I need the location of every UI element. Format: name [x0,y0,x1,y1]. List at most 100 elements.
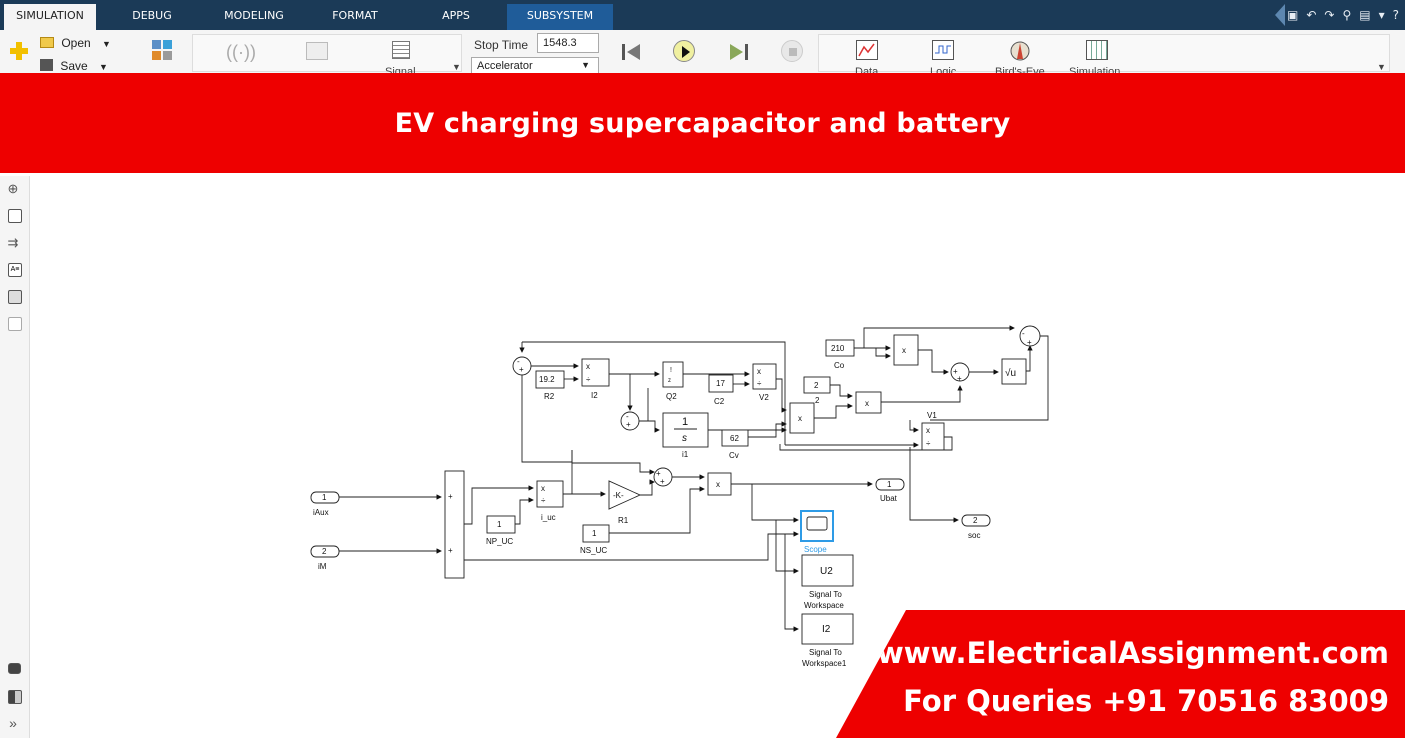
fit-view-icon[interactable] [8,209,22,223]
wireless-icon[interactable]: ((·)) [226,42,256,62]
left-palette: ⊕ ⇉ A≡ » [0,176,30,738]
svg-text:x: x [541,484,545,493]
const-2[interactable]: 2 2 [803,376,831,405]
image-icon[interactable] [8,290,22,304]
save-label: Save [60,59,88,73]
chevron-down-icon: ▼ [581,60,590,70]
const-cv[interactable]: 62 Cv [721,429,749,460]
svg-text:+: + [656,469,661,478]
svg-text:2: 2 [973,516,978,525]
q2-block[interactable]: ! z Q2 [662,361,684,401]
signal-table-icon[interactable] [392,41,410,59]
birds-eye-icon[interactable] [1009,40,1031,62]
annotation-icon[interactable]: A≡ [8,263,22,277]
product-mid[interactable] [789,402,815,434]
svg-text:1: 1 [682,416,688,428]
banner-title: EV charging supercapacitor and battery [394,107,1011,139]
svg-text:Signal To: Signal To [809,590,842,599]
tab-simulation[interactable]: SIMULATION [4,4,96,30]
scope-block[interactable]: Scope [800,510,834,554]
svg-text:1: 1 [887,480,892,489]
expand-icon[interactable]: » [9,715,17,731]
svg-text:Cv: Cv [729,451,739,460]
product-v2[interactable]: x ÷ V2 [752,363,777,402]
product-i-uc[interactable]: x ÷ i_uc [536,480,564,522]
area-icon[interactable] [8,317,22,331]
arrow-icon[interactable]: ⇉ [7,235,19,250]
const-co[interactable]: 210 Co [825,339,855,370]
svg-text:+: + [448,492,453,501]
tab-subsystem-block[interactable]: SUBSYSTEM BLOCK [507,4,613,46]
svg-text:R1: R1 [618,516,629,525]
tab-format[interactable]: FORMAT [332,9,378,22]
svg-text:V2: V2 [759,393,769,402]
svg-text:z: z [668,378,671,384]
product-i2[interactable]: x ÷ I2 [581,358,610,400]
zoom-in-icon[interactable]: ⊕ [7,181,19,196]
chevron-down-icon[interactable]: ▼ [1377,62,1386,72]
svg-text:÷: ÷ [586,375,591,384]
integrator-i1[interactable]: 1 s i1 [662,412,709,459]
sqrt-block[interactable]: √u [1001,358,1027,385]
svg-text:V1: V1 [927,411,937,420]
inport-iAux[interactable]: 1 iAux [310,491,340,517]
new-icon [10,42,28,60]
save-button[interactable]: Save ▼ [40,59,114,75]
sim-mode-value: Accelerator [477,60,533,72]
search-icon[interactable]: ⚲ [1342,8,1352,22]
step-forward-icon[interactable] [728,41,750,63]
svg-text:I2: I2 [591,391,598,400]
logic-analyzer-icon[interactable] [932,40,954,60]
sum-block-input[interactable] [444,470,465,579]
log-icon[interactable] [306,42,328,60]
inport-iM[interactable]: 2 iM [310,545,340,571]
data-inspector-icon[interactable] [856,40,878,60]
product-co[interactable] [893,334,919,366]
to-workspace-u2[interactable]: U2 Signal To Workspace [801,554,854,610]
help-icon[interactable]: ? [1392,8,1399,22]
run-button[interactable] [673,40,695,62]
const-ns-uc[interactable]: 1 NS_UC [580,524,610,555]
camera-icon[interactable] [8,663,21,674]
block-diagram: 1 iAux 2 iM + + 1 NP_UC x ÷ i_uc [310,325,1049,668]
new-button[interactable] [8,40,30,62]
save-icon[interactable]: ▣ [1286,8,1299,22]
svg-text:-: - [517,357,520,366]
svg-text:210: 210 [831,344,845,353]
svg-text:x: x [865,399,869,408]
simulation-manager-icon[interactable] [1086,40,1108,60]
stop-button[interactable] [781,40,803,62]
outport-soc[interactable]: 2 soc [961,514,991,540]
svg-text:2: 2 [322,547,327,556]
svg-text:i1: i1 [682,450,689,459]
dropdown-icon[interactable]: ▾ [1378,8,1385,22]
product-v1[interactable]: x ÷ V1 [921,411,945,451]
open-button[interactable]: Open ▼ [40,36,114,52]
outport-ubat[interactable]: 1 Ubat [875,478,905,503]
property-inspector-icon[interactable] [8,690,22,704]
chevron-down-icon[interactable]: ▼ [452,62,461,72]
library-icon[interactable] [152,40,172,60]
const-np-uc[interactable]: 1 NP_UC [486,515,516,546]
chevron-down-icon: ▼ [99,62,108,72]
stop-time-input[interactable]: 1548.3 [537,33,599,53]
const-r2[interactable]: 19.2 R2 [535,370,565,401]
queries-text: For Queries +91 70516 83009 [903,684,1389,718]
step-back-icon[interactable] [620,41,642,63]
stop-icon [789,48,797,56]
toolstrip-tab-bar: SIMULATION DEBUG MODELING FORMAT APPS SU… [0,0,1405,46]
tab-modeling[interactable]: MODELING [224,9,284,22]
product-right[interactable] [855,391,882,414]
tab-apps[interactable]: APPS [442,9,470,22]
more-icon[interactable]: ▤ [1359,8,1371,22]
tab-debug[interactable]: DEBUG [132,9,172,22]
const-c2[interactable]: 17 C2 [708,374,734,406]
toolstrip: Open ▼ Save ▼ ((·)) Signal ▼ Stop Time 1… [0,30,1405,78]
svg-text:Workspace1: Workspace1 [802,659,847,668]
to-workspace-i2[interactable]: I2 Signal To Workspace1 [801,613,854,668]
redo-icon[interactable]: ↷ [1324,8,1335,22]
stop-time-label: Stop Time [474,38,529,52]
gain-r1[interactable]: -K- R1 [608,480,642,525]
svg-text:+: + [448,546,453,555]
undo-icon[interactable]: ↶ [1306,8,1317,22]
